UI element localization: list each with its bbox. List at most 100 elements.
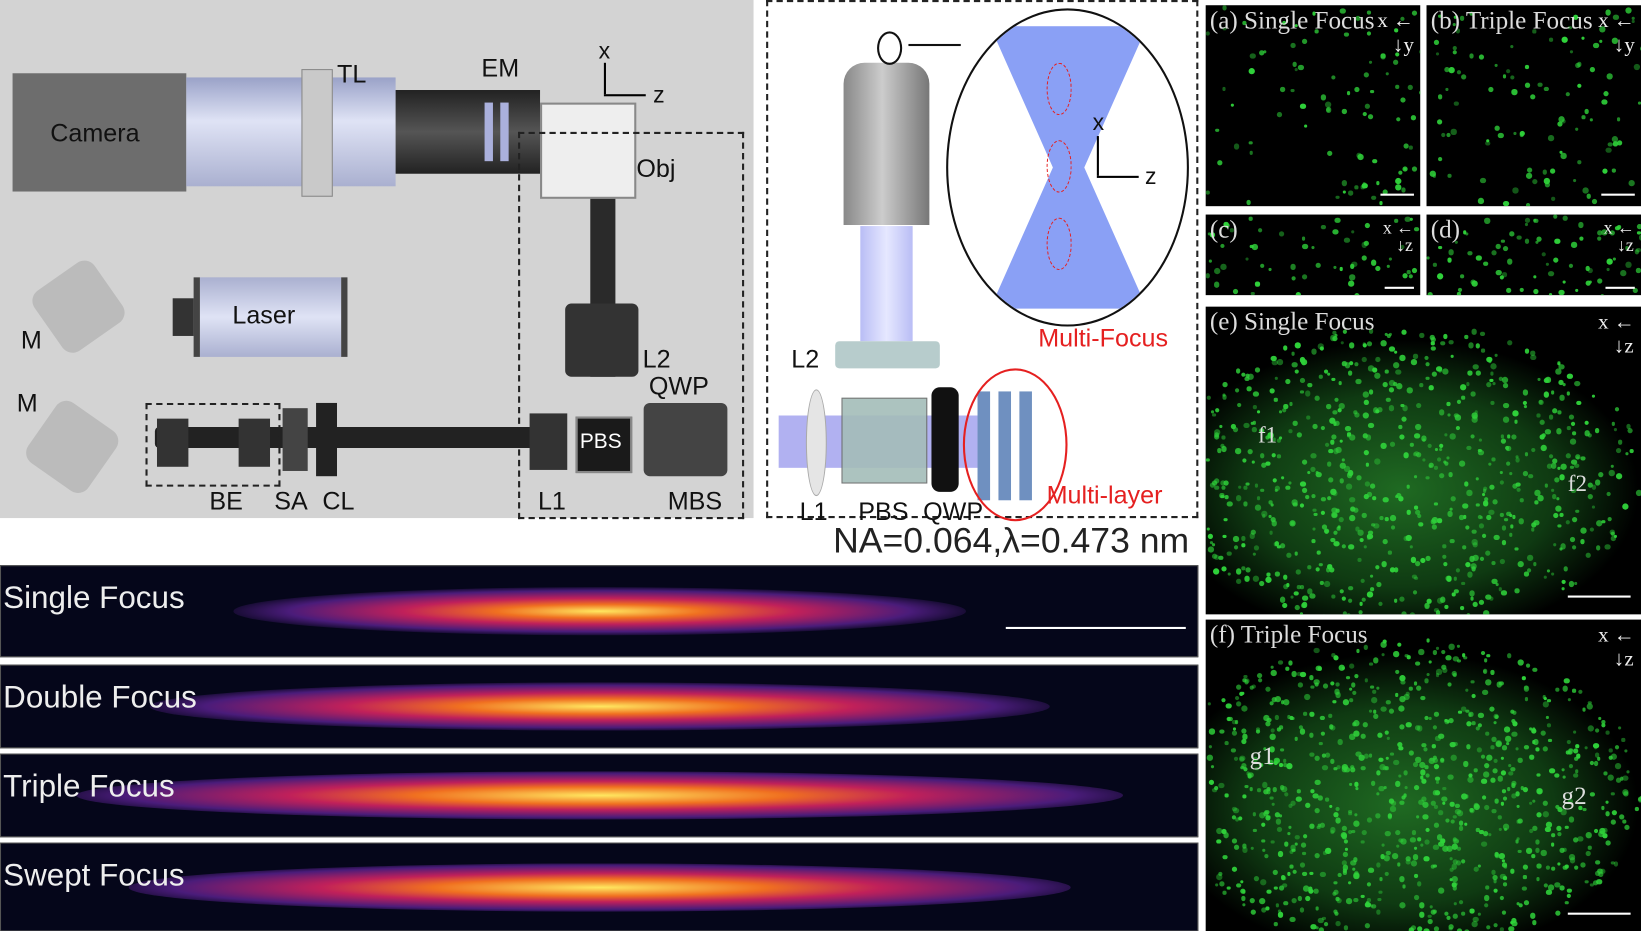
cell-dot (1335, 509, 1340, 513)
cell-dot (1502, 745, 1508, 751)
cell-dot (1476, 255, 1482, 261)
cell-dot (1424, 355, 1429, 360)
cell-dot (1234, 844, 1240, 850)
cell-dot (1255, 766, 1260, 771)
cell-dot (1275, 818, 1282, 825)
cell-dot (1406, 509, 1411, 515)
filter-plate (484, 102, 493, 162)
cell-dot (1368, 753, 1373, 758)
cell-dot (1362, 182, 1368, 189)
cell-dot (1483, 261, 1488, 266)
cell-dot (1458, 820, 1464, 826)
cell-dot (1567, 373, 1573, 379)
cell-dot (1445, 654, 1452, 661)
cell-dot (1221, 5, 1228, 11)
cell-dot (1283, 792, 1289, 797)
cell-dot (1268, 500, 1273, 505)
cell-dot (1318, 927, 1325, 931)
cell-dot (1233, 143, 1240, 150)
cell-dot (1313, 512, 1318, 517)
cell-dot (1341, 596, 1346, 601)
cell-dot (1289, 850, 1295, 855)
cell-dot (1637, 230, 1641, 235)
cell-dot (1333, 911, 1339, 917)
cell-dot (1277, 359, 1283, 365)
cell-dot (1274, 885, 1278, 890)
cell-dot (1374, 372, 1381, 380)
cell-dot (1575, 744, 1580, 749)
cell-dot (1570, 241, 1577, 248)
cell-dot (1572, 747, 1578, 754)
cell-dot (1333, 540, 1340, 547)
cell-dot (1414, 475, 1418, 479)
cell-dot (1395, 369, 1401, 375)
cell-dot (1355, 526, 1360, 532)
cell-dot (1311, 538, 1316, 543)
cell-dot (1321, 753, 1327, 758)
cell-dot (1372, 367, 1378, 374)
cell-dot (1584, 108, 1590, 114)
cell-dot (1505, 511, 1511, 517)
pbs-label: PBS (579, 430, 622, 454)
cell-dot (1469, 11, 1474, 16)
cell-dot (1266, 787, 1271, 792)
cell-dot (1354, 362, 1359, 367)
cell-dot (1469, 53, 1474, 59)
cell-dot (1626, 770, 1630, 774)
cell-dot (1509, 709, 1515, 715)
cell-dot (1243, 422, 1250, 429)
cell-dot (1307, 470, 1311, 474)
cell-dot (1561, 580, 1566, 585)
cell-dot (1504, 736, 1511, 742)
cell-dot (1610, 464, 1614, 469)
cell-dot (1525, 82, 1530, 88)
cell-dot (1525, 172, 1532, 179)
marker-label: g2 (1561, 782, 1587, 811)
cell-dot (1290, 845, 1296, 851)
cell-dot (1259, 898, 1266, 905)
cell-dot (1357, 558, 1362, 563)
marker-label: f1 (1258, 421, 1278, 448)
cell-dot (1351, 691, 1357, 696)
strip-label: Single Focus (3, 580, 185, 616)
cell-dot (1309, 752, 1315, 757)
axis-label: z (1624, 647, 1634, 671)
cell-dot (1406, 387, 1413, 394)
cell-dot (1570, 438, 1577, 445)
cell-dot (1451, 129, 1457, 135)
cell-dot (1526, 203, 1531, 207)
cell-dot (1565, 864, 1570, 869)
cell-dot (1256, 410, 1261, 414)
cell-dot (1438, 447, 1442, 452)
cell-dot (1286, 831, 1291, 836)
cell-dot (1348, 361, 1354, 366)
axis-label: y (1403, 33, 1414, 57)
cell-dot (1418, 902, 1425, 908)
cell-dot (1607, 774, 1614, 781)
cell-dot (1210, 232, 1215, 238)
cell-dot (1532, 29, 1536, 34)
cell-dot (1334, 420, 1340, 426)
cell-dot (1241, 843, 1247, 849)
cell-dot (1534, 500, 1539, 505)
cell-dot (1470, 434, 1475, 439)
cell-dot (1565, 520, 1571, 525)
cell-dot (1296, 671, 1302, 677)
cell-dot (1432, 650, 1438, 655)
cell-dot (1627, 427, 1633, 434)
cell-dot (1462, 230, 1467, 235)
cell-dot (1456, 399, 1462, 405)
cell-dot (1248, 67, 1255, 75)
cell-dot (1334, 689, 1341, 696)
cell-dot (1262, 746, 1267, 751)
cell-dot (1405, 534, 1412, 541)
cell-dot (1596, 868, 1603, 875)
cell-dot (1377, 897, 1382, 902)
cell-dot (1448, 249, 1455, 256)
cell-dot (1500, 434, 1505, 439)
cell-dot (1503, 827, 1508, 832)
cell-dot (1277, 851, 1284, 857)
cell-dot (1402, 884, 1406, 889)
cell-dot (1517, 818, 1523, 824)
cell-dot (1308, 888, 1314, 895)
